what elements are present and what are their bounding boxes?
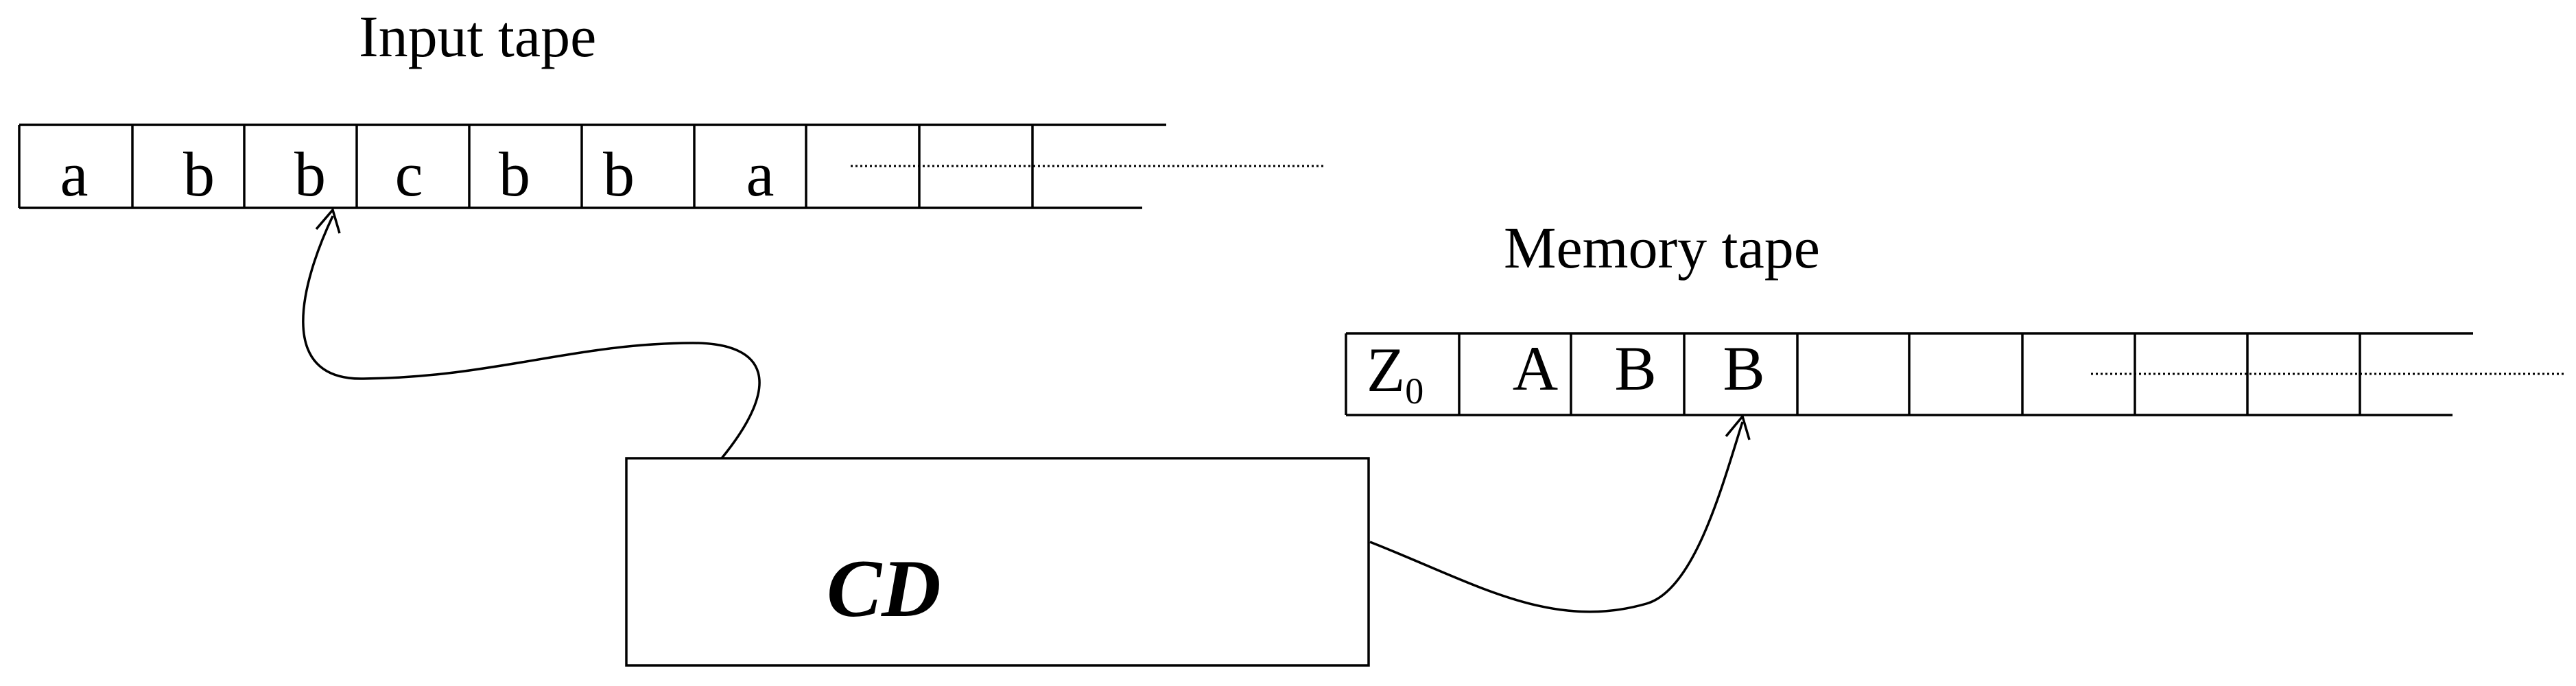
memory-tape-symbol: B bbox=[1614, 333, 1656, 403]
input-tape-symbol: a bbox=[746, 139, 775, 209]
input-read-head-connector bbox=[302, 215, 761, 460]
input-tape-symbol: b bbox=[183, 139, 215, 209]
control-device-label: CD bbox=[827, 543, 941, 634]
memory-tape-title: Memory tape bbox=[1504, 215, 1820, 281]
memory-tape-symbol: A bbox=[1513, 333, 1558, 403]
memory-tape-symbol: B bbox=[1723, 333, 1764, 403]
stack-bottom-symbol: Z0 bbox=[1367, 335, 1423, 412]
memory-head-arrow bbox=[1725, 414, 1751, 440]
control-device-box bbox=[625, 457, 1370, 667]
input-tape-symbol: b bbox=[499, 139, 530, 209]
input-tape-symbol: b bbox=[603, 139, 635, 209]
input-tape-symbol: a bbox=[60, 139, 88, 209]
input-head-arrow bbox=[315, 207, 341, 234]
memory-head-connector bbox=[1369, 421, 1744, 613]
input-tape-symbol: b bbox=[294, 139, 326, 209]
input-tape-title: Input tape bbox=[359, 3, 596, 69]
input-tape-symbol: c bbox=[395, 139, 423, 209]
